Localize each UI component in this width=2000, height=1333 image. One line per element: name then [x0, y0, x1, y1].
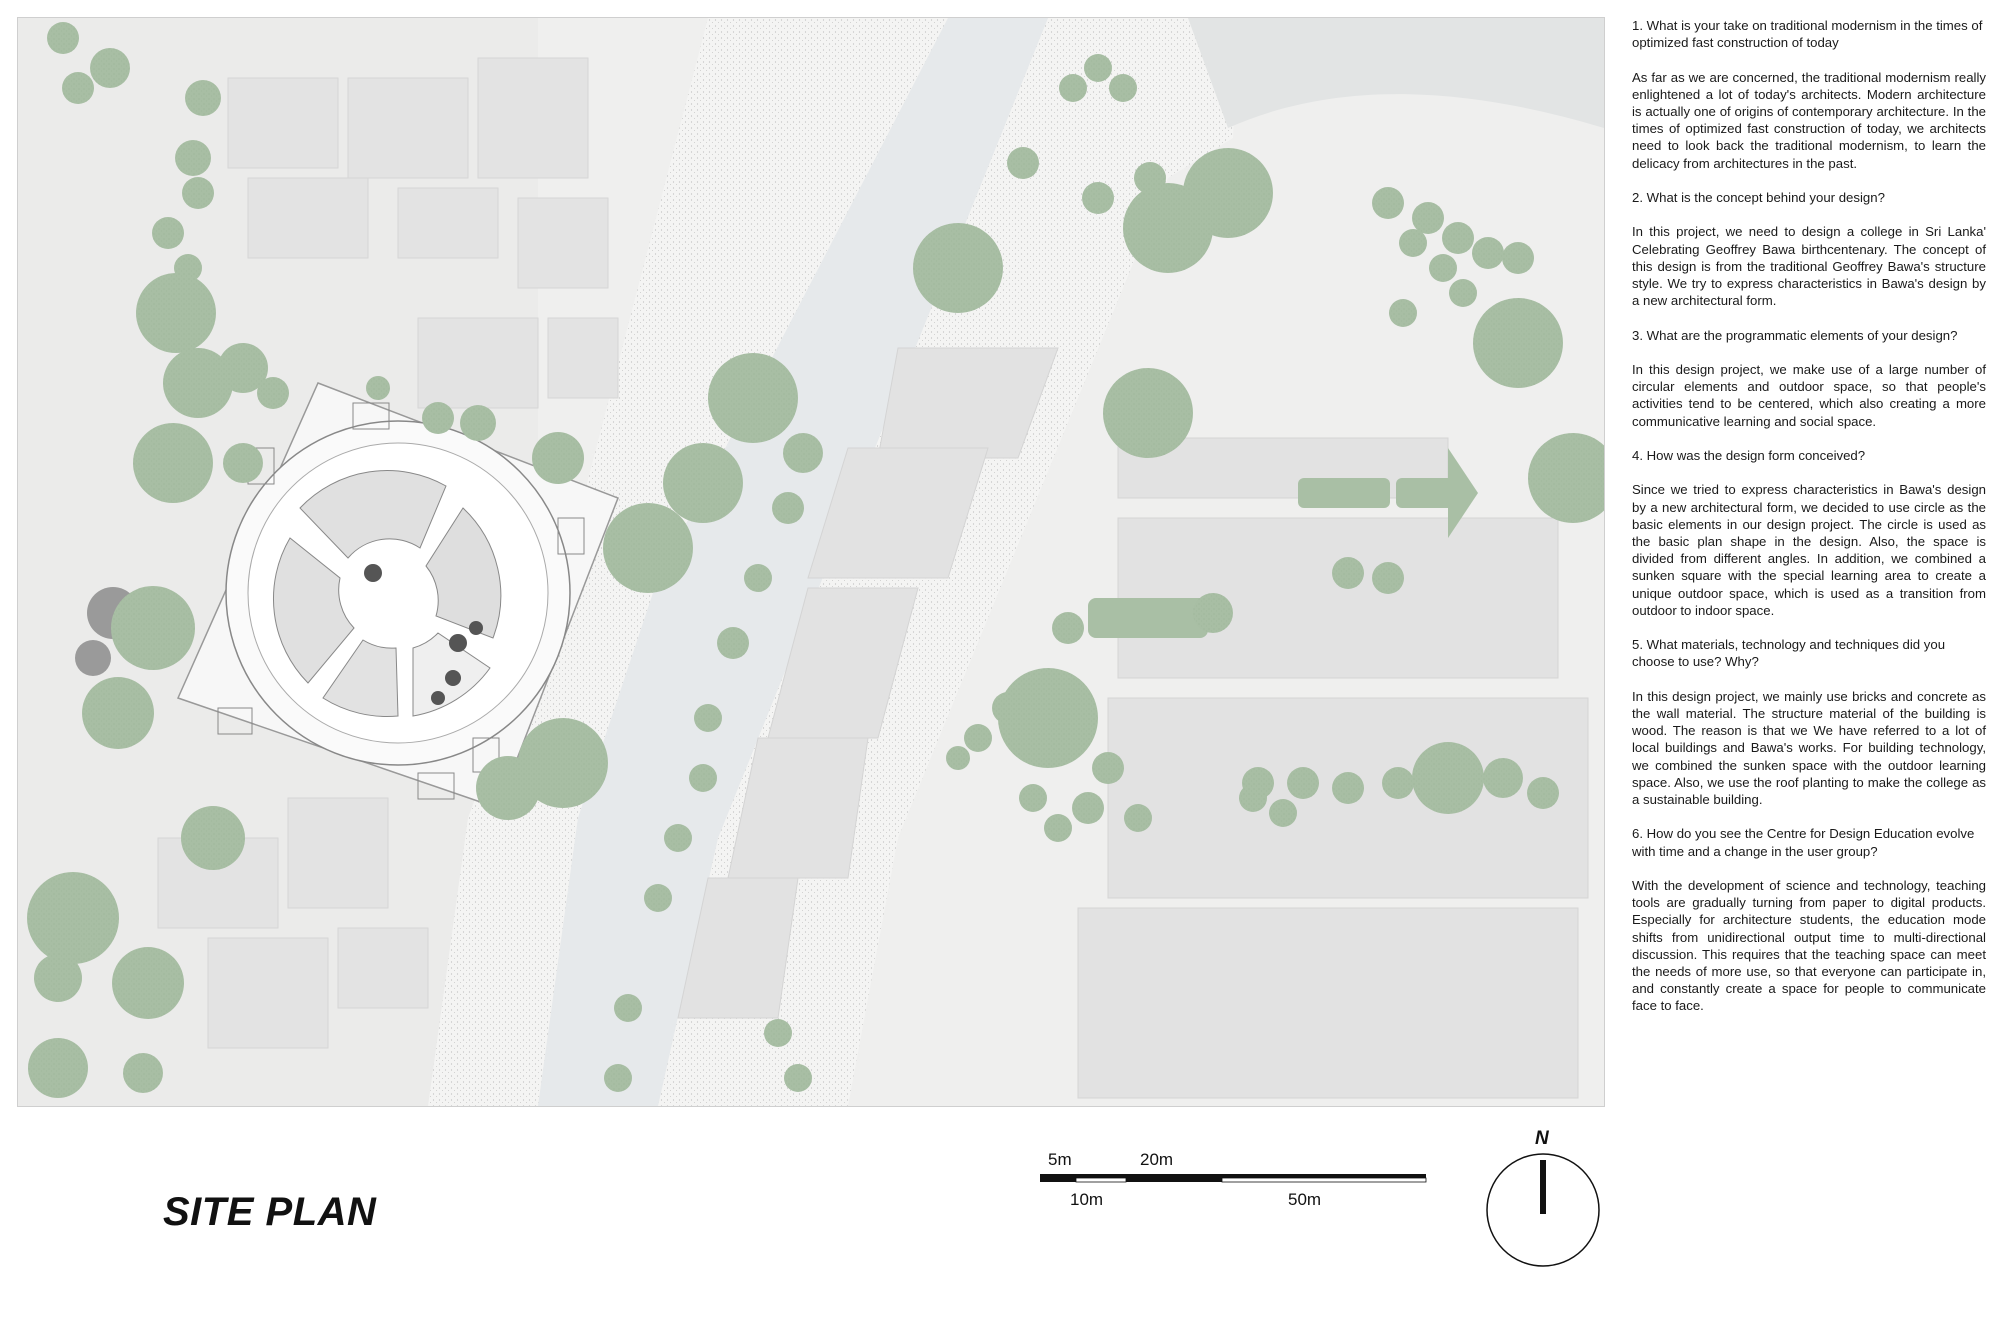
answer-1: As far as we are concerned, the traditio… [1632, 69, 1986, 171]
answer-6: With the development of science and tech… [1632, 877, 1986, 1014]
scale-label-10m: 10m [1070, 1190, 1104, 1209]
question-3: 3. What are the programmatic elements of… [1632, 327, 1958, 343]
scale-label-5m: 5m [1048, 1150, 1072, 1169]
scale-bar-graphic [1040, 1174, 1427, 1183]
north-label: N [1535, 1128, 1549, 1149]
scale-label-50m: 50m [1288, 1190, 1322, 1209]
north-compass: N [1485, 1128, 1605, 1268]
trees [27, 22, 1618, 1098]
question-5: 5. What materials, technology and techni… [1632, 637, 1946, 670]
answer-5: In this design project, we mainly use br… [1632, 688, 1986, 807]
answer-2: In this project, we need to design a col… [1632, 224, 1986, 309]
sidewalk-left [428, 18, 948, 1106]
qa-text: 1. What is your take on traditional mode… [1632, 17, 1986, 1032]
college-site [176, 382, 619, 809]
answer-3: In this design project, we make use of a… [1632, 361, 1986, 429]
site-plan-title: SITE PLAN [163, 1190, 377, 1234]
scale-bar: 5m 20m 10m 50m [1040, 1150, 1430, 1230]
site-plan-map [17, 17, 1618, 1107]
site-plan-drawing [18, 18, 1618, 1106]
curved-road [1188, 18, 1604, 128]
question-1: 1. What is your take on traditional mode… [1632, 18, 1983, 51]
question-2: 2. What is the concept behind your desig… [1632, 190, 1885, 205]
lawn-arrow [1298, 448, 1478, 538]
compass-graphic [1486, 1153, 1600, 1267]
question-6: 6. How do you see the Centre for Design … [1632, 826, 1975, 859]
lawn-strips [1088, 598, 1208, 638]
scale-label-20m: 20m [1140, 1150, 1174, 1169]
question-4: 4. How was the design form conceived? [1632, 447, 1866, 463]
buildings-right [677, 347, 1589, 1099]
answer-4: Since we tried to express characteristic… [1632, 482, 1986, 618]
buildings-left [157, 57, 619, 1049]
